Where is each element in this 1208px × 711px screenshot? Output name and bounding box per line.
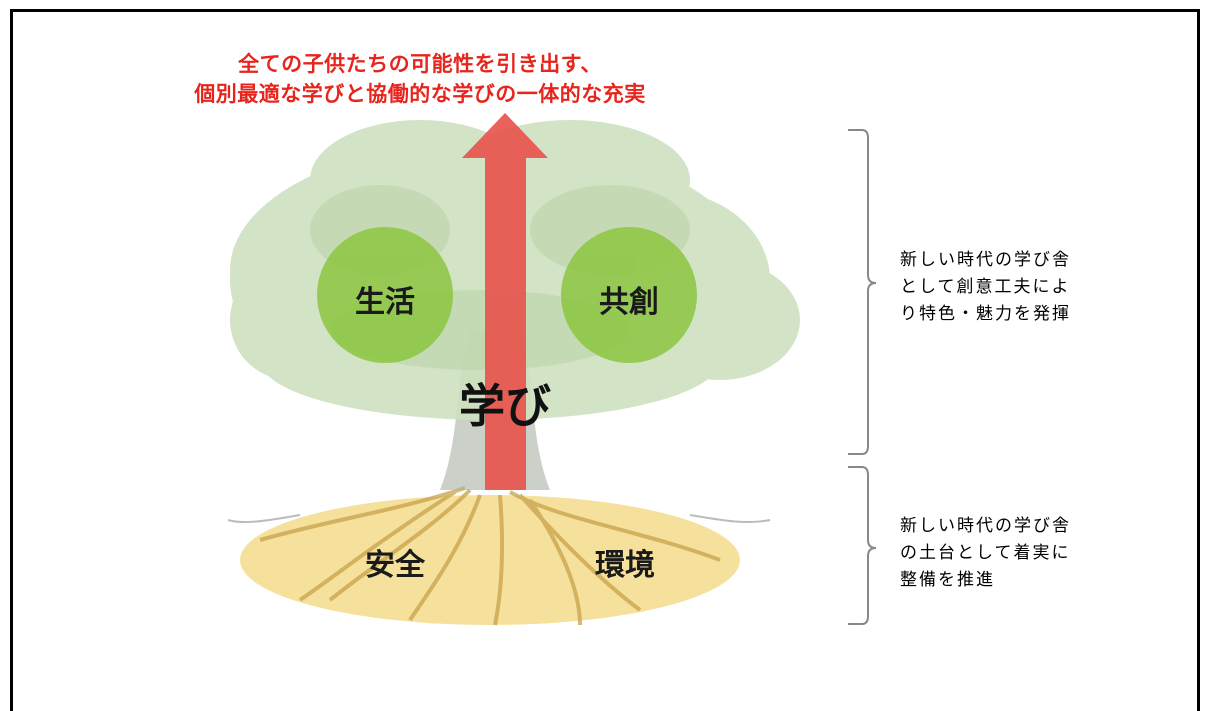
center-label: 学び [459,379,551,433]
headline-line-2: 個別最適な学びと協働的な学びの一体的な充実 [194,82,646,106]
root-label-right: 環境 [595,548,655,583]
headline-line-1: 全ての子供たちの可能性を引き出す、 [238,52,602,76]
root-label-left: 安全 [365,548,425,583]
circle-left [317,227,453,363]
circle-right [561,227,697,363]
lower-bracket [848,466,877,625]
upper-note: 新しい時代の学び舎 として創意工夫によ り特色・魅力を発揮 [900,247,1100,328]
roots [259,486,721,626]
upper-note-line: り特色・魅力を発揮 [900,304,1071,324]
upper-bracket [848,129,877,455]
circle-label-left: 生活 [355,285,415,320]
lower-note-line: 新しい時代の学び舎 [900,516,1071,536]
lower-note-line: の土台として着実に [900,543,1071,563]
root-tendrils [227,514,771,524]
outer-frame [10,9,1200,711]
circle-label-right: 共創 [599,285,659,320]
lower-note: 新しい時代の学び舎 の土台として着実に 整備を推進 [900,513,1100,594]
upper-note-line: として創意工夫によ [900,277,1071,297]
lower-note-line: 整備を推進 [900,570,995,590]
growth-arrow [462,113,548,490]
upper-note-line: 新しい時代の学び舎 [900,250,1071,270]
